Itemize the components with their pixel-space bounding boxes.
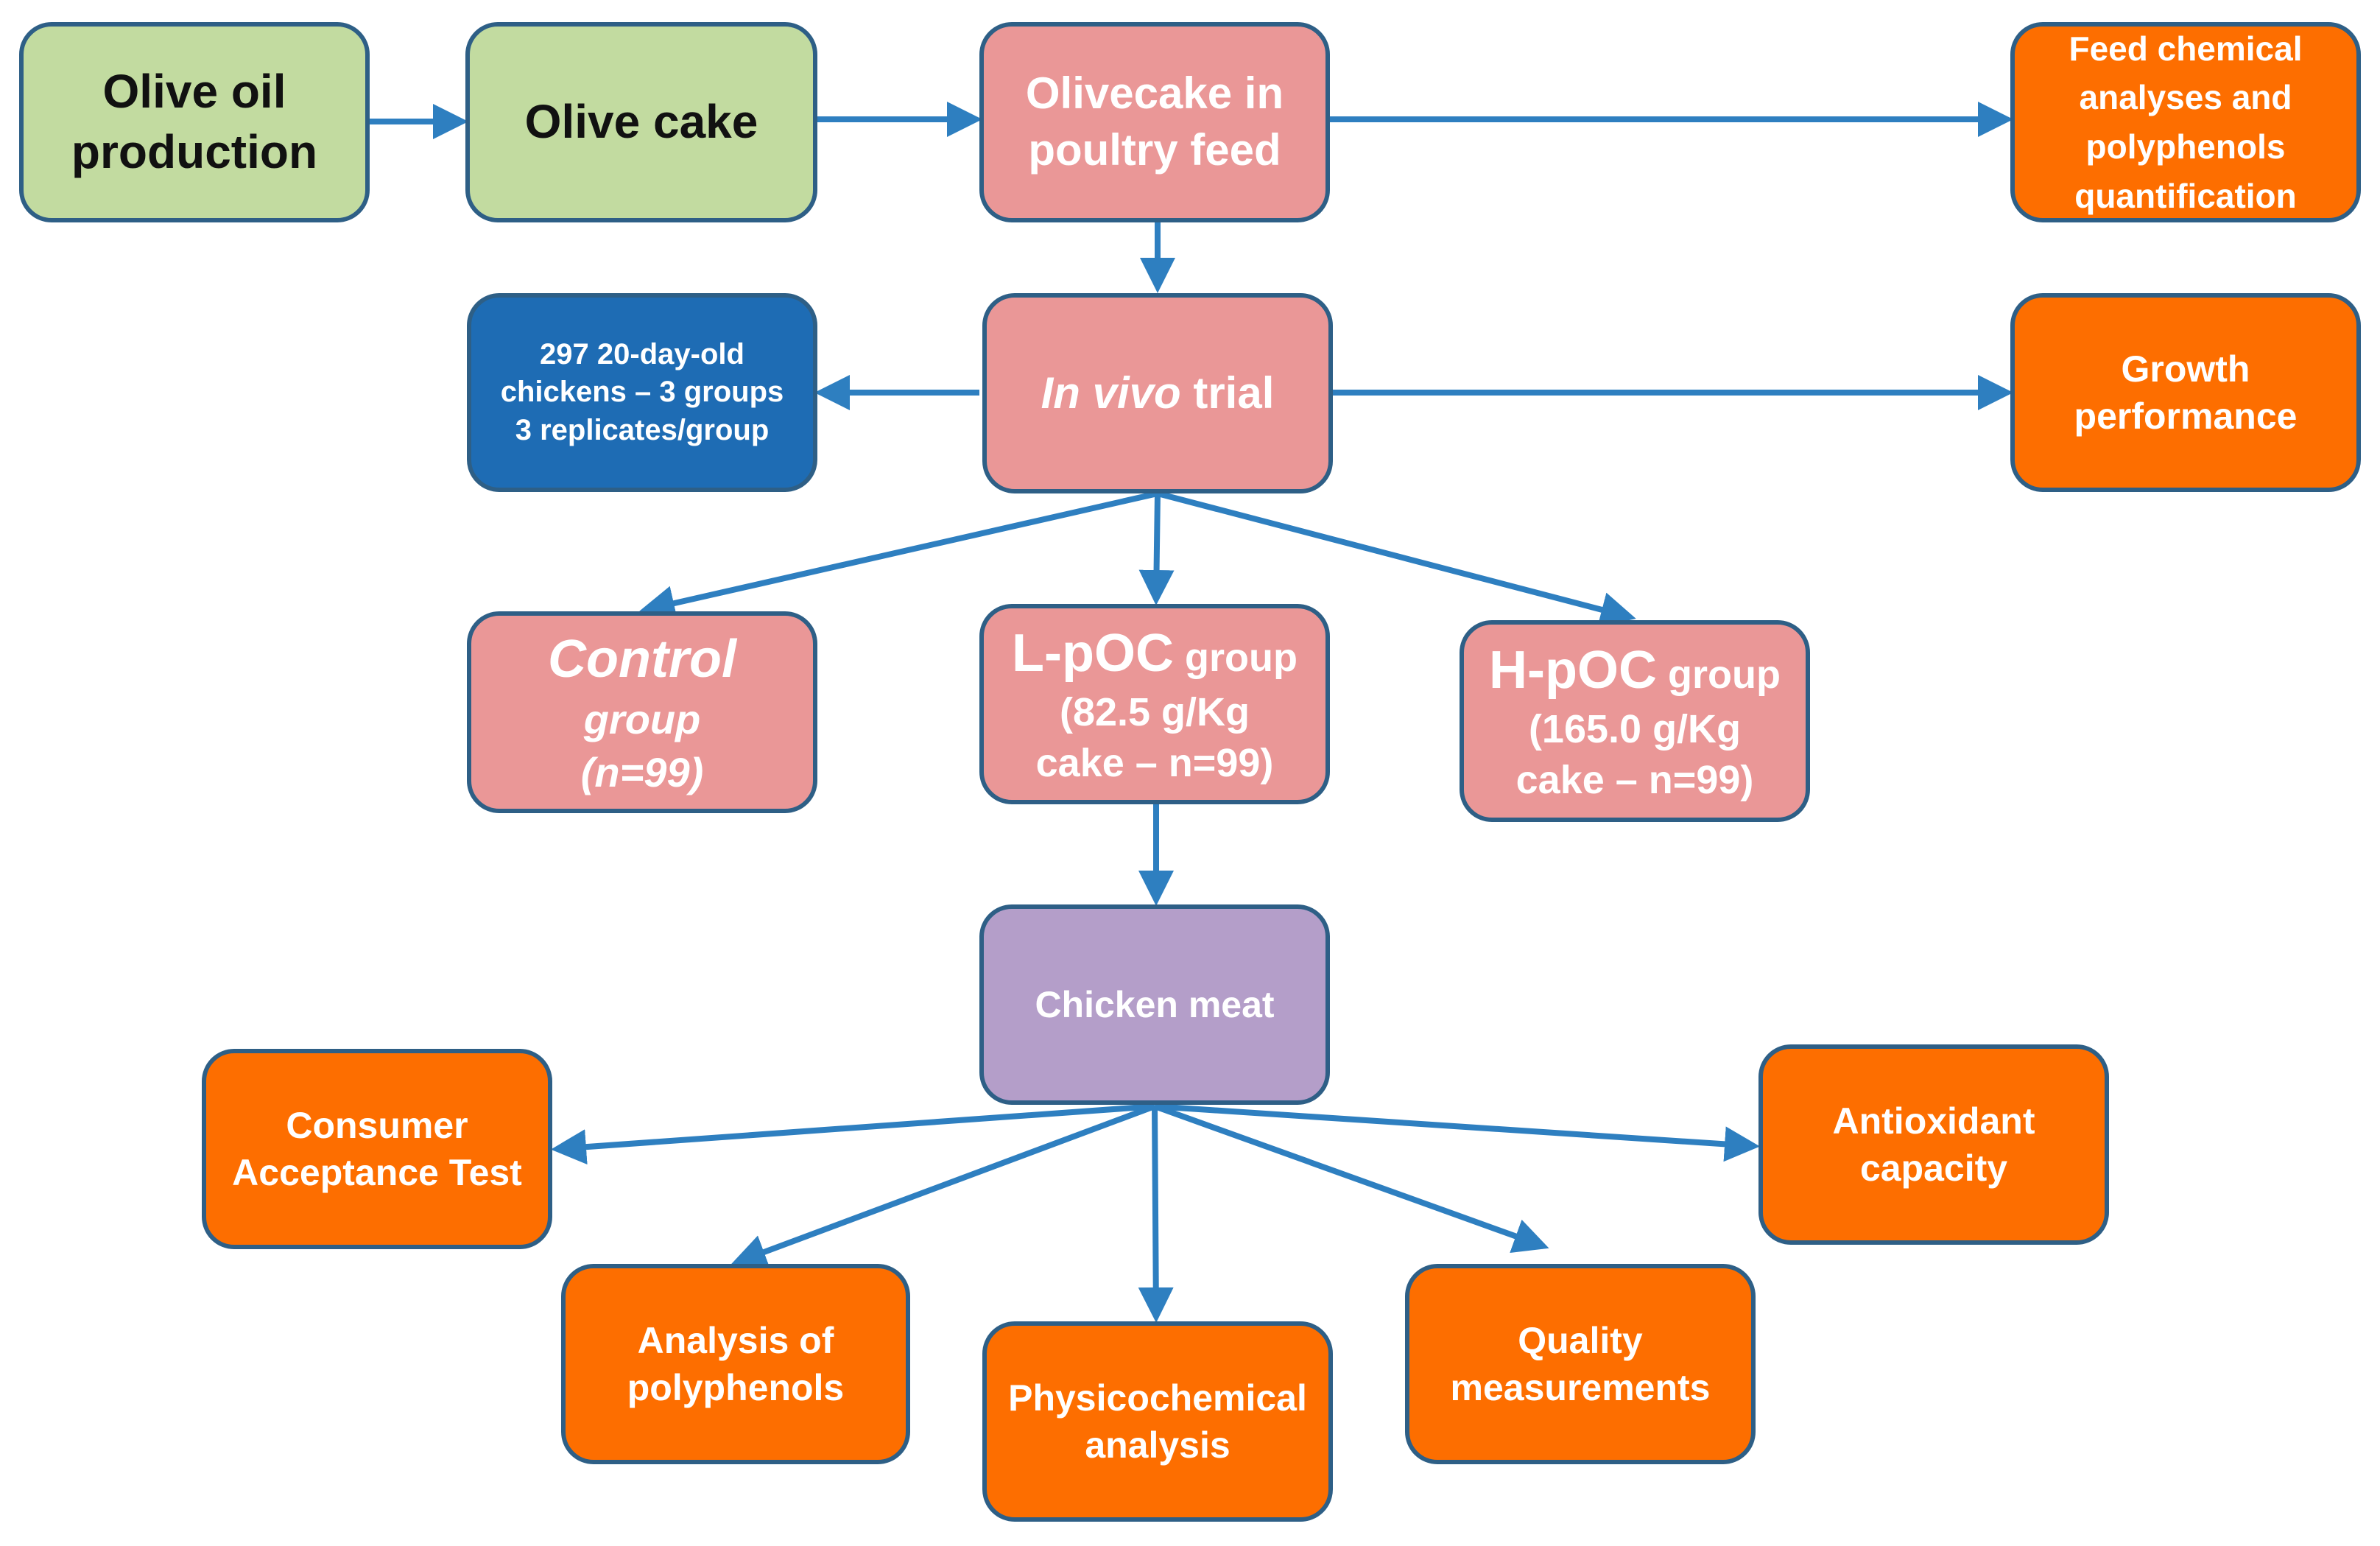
chickens-box: 297 20-day-old chickens – 3 groups 3 rep…	[467, 293, 817, 492]
hpoc-suffix: group	[1668, 652, 1781, 697]
olive-oil-production-box: Olive oil production	[19, 22, 370, 222]
arrow-invivo-to-hpoc	[1156, 491, 1636, 628]
lpoc-line3: cake – n=99)	[1035, 741, 1274, 786]
antioxidant-line1: Antioxidant	[1832, 1100, 2035, 1142]
hpoc-name: H-pOC	[1489, 640, 1657, 700]
polyphenols-line1: Analysis of	[637, 1320, 834, 1361]
olivecake-feed-line1: Olivecake in	[1025, 68, 1284, 119]
chicken-meat-box: Chicken meat	[979, 904, 1330, 1105]
control-line3: (n=99)	[580, 749, 704, 796]
growth-performance-box: Growth performance	[2010, 293, 2361, 492]
chickens-line1: 297 20-day-old	[540, 338, 744, 371]
feed-analyses-line4: quantification	[2074, 176, 2297, 215]
lpoc-name: L-pOC	[1012, 623, 1174, 683]
polyphenols-line2: polyphenols	[627, 1367, 845, 1408]
chicken-meat-label: Chicken meat	[1035, 984, 1275, 1025]
hpoc-title: H-pOC group	[1489, 636, 1781, 704]
quality-measurements-box: Quality measurements	[1405, 1264, 1756, 1464]
lpoc-line2: (82.5 g/Kg	[1059, 689, 1250, 734]
chickens-line2: chickens – 3 groups	[500, 376, 784, 409]
feed-analyses-box: Feed chemical analyses and polyphenols q…	[2010, 22, 2361, 222]
olivecake-feed-box: Olivecake in poultry feed	[979, 22, 1330, 222]
olive-cake-box: Olive cake	[465, 22, 817, 222]
control-group-box: Control group (n=99)	[467, 611, 817, 813]
hpoc-line3: cake – n=99)	[1515, 758, 1754, 803]
control-line1: Control	[548, 630, 736, 689]
in-vivo-title: In vivo trial	[1041, 365, 1275, 422]
quality-line1: Quality	[1518, 1320, 1643, 1361]
arrow-meat-to-consumer	[551, 1103, 1155, 1165]
antioxidant-line2: capacity	[1859, 1148, 2008, 1189]
in-vivo-rest: trial	[1193, 368, 1275, 418]
analysis-polyphenols-box: Analysis of polyphenols	[561, 1264, 910, 1464]
in-vivo-trial-box: In vivo trial	[982, 293, 1333, 493]
antioxidant-capacity-box: Antioxidant capacity	[1758, 1044, 2109, 1245]
lpoc-suffix: group	[1184, 635, 1298, 680]
feed-analyses-line3: polyphenols	[2085, 127, 2286, 166]
feed-analyses-line2: analyses and	[2079, 78, 2292, 117]
olivecake-feed-line2: poultry feed	[1028, 125, 1281, 175]
lpoc-title: L-pOC group	[1012, 619, 1298, 687]
olive-oil-line2: production	[71, 125, 318, 178]
arrow-invivo-to-lpoc	[1138, 493, 1175, 605]
olive-oil-line1: Olive oil	[102, 65, 286, 119]
feed-analyses-line1: Feed chemical	[2069, 29, 2303, 68]
in-vivo-italic: In vivo	[1041, 368, 1181, 418]
physico-line1: Physicochemical	[1008, 1377, 1307, 1419]
chickens-line3: 3 replicates/group	[515, 413, 770, 446]
consumer-line2: Acceptance Test	[232, 1152, 522, 1193]
olive-cake-label: Olive cake	[524, 95, 758, 149]
lpoc-group-box: L-pOC group (82.5 g/Kg cake – n=99)	[979, 604, 1330, 804]
physico-line2: analysis	[1085, 1424, 1231, 1466]
hpoc-group-box: H-pOC group (165.0 g/Kg cake – n=99)	[1460, 620, 1810, 822]
growth-line2: performance	[2074, 396, 2298, 437]
arrow-meat-to-antioxidant	[1154, 1103, 1760, 1162]
hpoc-line2: (165.0 g/Kg	[1528, 706, 1742, 751]
arrow-meat-to-quality	[1153, 1103, 1549, 1254]
arrow-invivo-to-control	[639, 491, 1158, 621]
growth-line1: Growth	[2121, 348, 2250, 390]
consumer-acceptance-box: Consumer Acceptance Test	[202, 1049, 552, 1249]
physicochemical-analysis-box: Physicochemical analysis	[982, 1321, 1333, 1522]
arrow-meat-to-polyphenols	[730, 1103, 1156, 1269]
arrow-meat-to-physico	[1138, 1106, 1174, 1323]
quality-line2: measurements	[1450, 1367, 1711, 1408]
control-line2: group	[583, 696, 701, 743]
consumer-line1: Consumer	[286, 1105, 468, 1146]
